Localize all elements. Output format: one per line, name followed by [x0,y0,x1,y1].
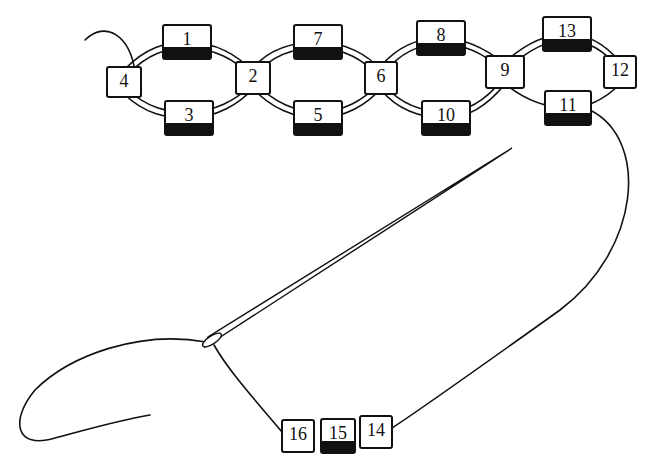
bead: 11 [544,90,592,126]
bead-number: 10 [423,105,469,125]
bead: 16 [281,419,315,453]
bead: 13 [542,16,592,52]
bead-number: 13 [544,21,590,41]
bead-number: 6 [366,66,396,86]
bead-number: 7 [295,29,341,49]
bead-number: 8 [418,25,464,45]
bead: 5 [293,100,343,136]
bead-number: 5 [295,105,341,125]
bead: 6 [364,61,398,95]
bead: 1 [162,24,212,60]
bead-number: 14 [361,420,391,440]
bead-number: 15 [322,423,354,443]
bead: 9 [485,55,525,89]
bead-number: 4 [108,71,140,91]
bead: 7 [293,24,343,60]
bead: 14 [359,415,393,449]
bead-number: 1 [164,29,210,49]
bead: 15 [320,418,356,454]
bead-number: 12 [605,60,635,80]
bead: 8 [416,20,466,56]
bead-number: 16 [283,424,313,444]
bead: 10 [421,100,471,136]
bead-number: 9 [487,60,523,80]
bead: 4 [106,66,142,98]
bead: 3 [164,100,214,136]
bead: 12 [603,55,637,89]
bead-number: 3 [166,105,212,125]
bead-number: 2 [237,66,269,86]
bead-number: 11 [546,95,590,115]
bead: 2 [235,61,271,95]
